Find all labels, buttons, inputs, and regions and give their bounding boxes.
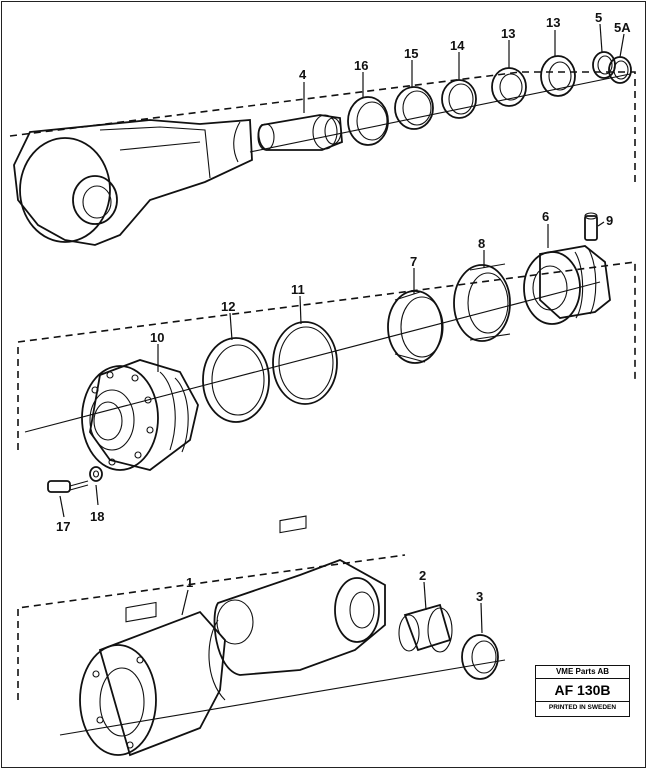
parts-stamp: VME Parts AB AF 130B PRINTED IN SWEDEN: [535, 665, 630, 717]
callout-9: 9: [606, 213, 613, 228]
group-frame-top: [9, 71, 636, 184]
bushing-2: [398, 603, 453, 653]
seal-ring-5: [592, 51, 616, 79]
stamp-code: AF 130B: [536, 679, 629, 702]
group-frame-middle: [17, 261, 636, 450]
axis-line-middle: [24, 281, 601, 433]
seal-ring-16: [347, 96, 389, 146]
axis-line-bottom: [59, 659, 506, 736]
stamp-company: VME Parts AB: [536, 666, 629, 679]
guide-ring-7: [387, 290, 444, 364]
callout-13b: 13: [546, 15, 560, 30]
part-1-cylinder-tube: [79, 515, 386, 757]
callout-5A: 5A: [614, 20, 631, 35]
seal-ring-3: [461, 634, 499, 680]
callout-3: 3: [476, 589, 483, 604]
callout-7: 7: [410, 254, 417, 269]
piston-6: [523, 245, 611, 325]
bushing-8: [453, 263, 511, 342]
callout-11: 11: [291, 282, 305, 297]
seal-ring-13b: [540, 55, 576, 97]
callout-1: 1: [186, 575, 193, 590]
callout-8: 8: [478, 236, 485, 251]
callout-10: 10: [150, 330, 164, 345]
callout-14: 14: [450, 38, 465, 53]
callout-6: 6: [542, 209, 549, 224]
callout-17: 17: [56, 519, 70, 534]
piston-rod-eye: [13, 119, 253, 246]
callout-18: 18: [90, 509, 104, 524]
part-10-cylinder-head: [81, 359, 199, 471]
seal-ring-12: [202, 337, 270, 423]
bolt-17: [47, 480, 89, 493]
seal-ring-5A: [608, 56, 632, 84]
callout-5: 5: [595, 10, 602, 25]
callout-16: 16: [354, 58, 368, 73]
part-4-rod-end: [257, 114, 343, 151]
callout-4: 4: [299, 67, 307, 82]
callout-2: 2: [419, 568, 426, 583]
seal-ring-15: [394, 86, 434, 130]
callout-13a: 13: [501, 26, 515, 41]
set-screw-9: [584, 212, 598, 241]
seal-ring-13a: [491, 67, 527, 107]
washer-18: [89, 466, 103, 482]
stamp-printed: PRINTED IN SWEDEN: [548, 704, 617, 711]
seal-ring-14: [441, 79, 477, 119]
callout-12: 12: [221, 299, 235, 314]
group-frame-bottom: [17, 554, 406, 700]
callout-15: 15: [404, 46, 418, 61]
seal-ring-11: [272, 321, 338, 405]
